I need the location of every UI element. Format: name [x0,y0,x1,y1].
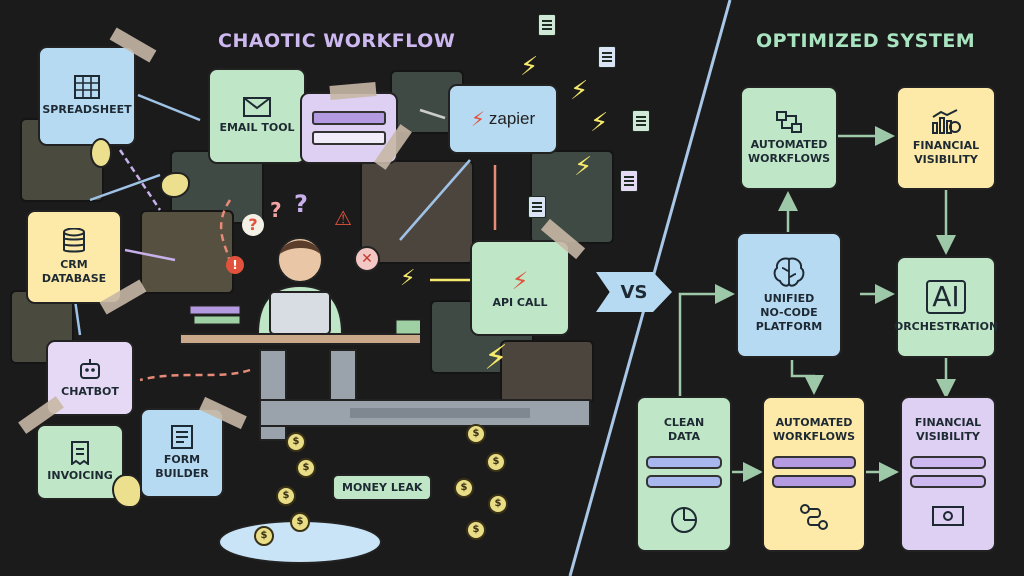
automated-workflows-bottom-card[interactable]: AUTOMATED WORKFLOWS [762,396,866,552]
data-bar [646,455,722,469]
financial-visibility-bottom-card[interactable]: FINANCIAL VISIBILITY [900,396,996,552]
right-title: OPTIMIZED SYSTEM [756,30,976,52]
ai-orchestration-card[interactable]: AI ORCHESTRATION [893,256,999,358]
coin-icon: $ [466,520,486,540]
unified-platform-label: UNIFIED NO-CODE PLATFORM [755,292,823,333]
finance-bar [910,474,986,488]
ai-orchestration-label: ORCHESTRATION [893,320,999,334]
workflow-bar [772,455,856,469]
glue-blob [112,474,142,508]
coin-icon: $ [466,424,486,444]
spreadsheet-label: SPREADSHEET [42,103,132,117]
financial-visibility-bottom-label: FINANCIAL VISIBILITY [914,416,982,443]
lightning-bolt-icon: ⚡ [484,338,508,378]
clean-data-card[interactable]: CLEAN DATA [636,396,732,552]
automated-workflows-top-card[interactable]: AUTOMATED WORKFLOWS [740,86,838,190]
lightning-bolt-icon: ⚡ [590,108,609,138]
document-icon [598,46,616,68]
workflow-bar [772,474,856,488]
automated-workflows-top-label: AUTOMATED WORKFLOWS [747,138,831,165]
coin-icon: $ [296,458,316,478]
automated-workflows-bottom-label: AUTOMATED WORKFLOWS [772,416,856,443]
coin-icon: $ [290,512,310,532]
coin-icon: $ [254,526,274,546]
warning-icon: ⚠ [334,206,352,230]
flow-icon [800,503,828,530]
pie-chart-icon [671,506,697,533]
database-icon [63,228,85,253]
workflow-icon [776,111,802,134]
zapier-label: zapier [488,109,536,129]
coin-icon: $ [488,494,508,514]
coin-icon: $ [276,486,296,506]
system-arrows [678,126,956,482]
coin-icon: $ [286,432,306,452]
finance-bar [910,455,986,469]
question-mark: ? [270,198,282,222]
coin-icon: $ [454,478,474,498]
email-tool-card[interactable]: EMAIL TOOL [208,68,306,164]
glue-blob [90,138,112,168]
financial-visibility-top-label: FINANCIAL VISIBILITY [912,139,980,166]
glue-blob [160,172,190,198]
data-bar [646,474,722,488]
form-icon [171,425,193,450]
crm-database-label: CRM DATABASE [41,258,107,285]
envelope-icon [243,97,271,118]
document-icon [528,196,546,218]
zapier-card[interactable]: ⚡ zapier [448,84,558,154]
left-title: CHAOTIC WORKFLOW [218,30,456,52]
spreadsheet-card[interactable]: SPREADSHEET [38,46,136,146]
leaking-pipes [259,349,591,441]
form-builder-label: FORM BUILDER [155,453,209,480]
document-icon [620,170,638,192]
chatbot-label: CHATBOT [61,385,119,399]
ai-heading: AI [926,280,966,315]
crm-database-card[interactable]: CRM DATABASE [26,210,122,304]
financial-visibility-top-card[interactable]: FINANCIAL VISIBILITY [896,86,996,190]
unified-platform-card[interactable]: UNIFIED NO-CODE PLATFORM [736,232,842,358]
invoice-icon [71,441,89,466]
clutter-panel [140,210,234,294]
cash-icon [932,505,964,526]
api-call-card[interactable]: ⚡ API CALL [470,240,570,336]
clutter-panel [500,340,594,404]
stressed-person-illustration [180,237,420,345]
lightning-bolt-icon: ⚡ [574,152,593,182]
api-call-label: API CALL [492,296,548,310]
form-builder-card[interactable]: FORM BUILDER [140,408,224,498]
chaos-arrows [73,93,497,382]
email-tool-label: EMAIL TOOL [219,121,295,135]
vs-label: VS [620,281,648,303]
invoicing-label: INVOICING [47,469,113,483]
zapier-bolt-icon: ⚡ [470,106,485,131]
robot-icon [80,359,100,380]
clean-data-label: CLEAN DATA [663,416,705,443]
question-mark: ? [294,190,308,218]
spreadsheet-icon [74,75,100,100]
document-icon [632,110,650,132]
lightning-bolt-icon: ⚡ [520,52,539,82]
coin-icon: $ [486,452,506,472]
lightning-bolt-icon: ⚡ [570,76,589,106]
alert-icon: ! [226,256,244,274]
bolt-icon: ⚡ [511,267,529,296]
question-mark: ? [242,214,264,236]
error-x-icon: ✕ [354,246,380,272]
finance-chart-icon [932,109,961,135]
money-leak-label: MONEY LEAK [332,474,433,501]
lightning-bolt-icon: ⚡ [400,266,416,291]
brain-icon [773,257,805,288]
invoicing-card[interactable]: INVOICING [36,424,124,500]
document-icon [538,14,556,36]
